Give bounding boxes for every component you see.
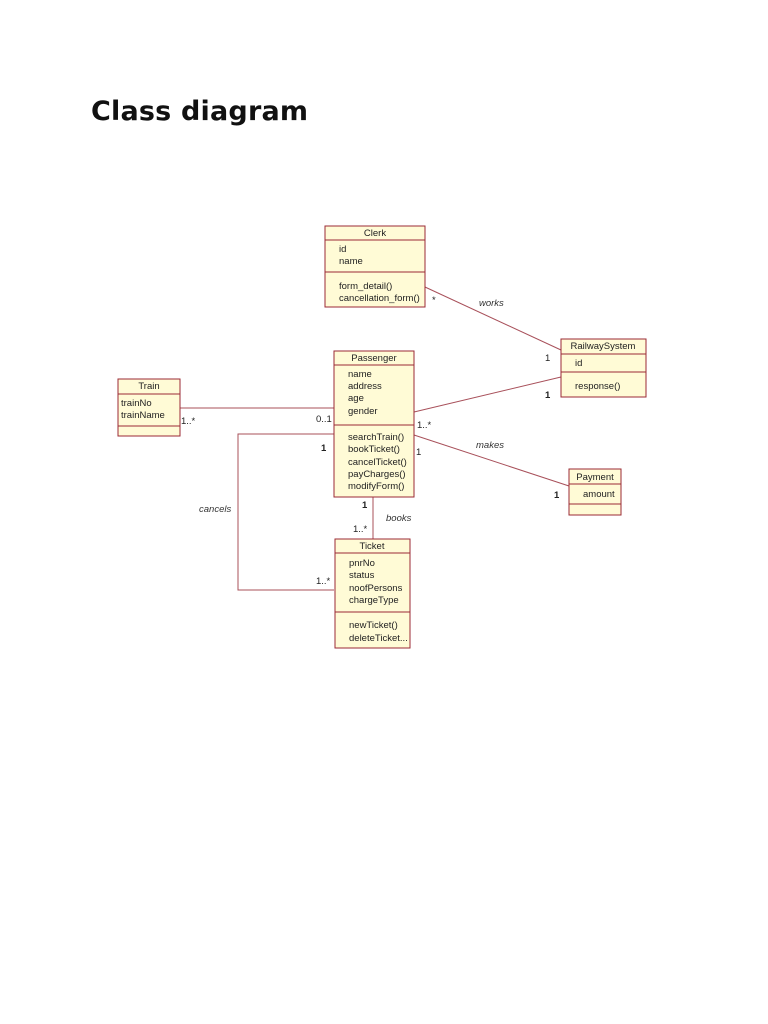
class-name: Passenger	[351, 353, 396, 364]
operation: cancellation_form()	[339, 293, 420, 304]
books-ticket-multiplicity: 1..*	[353, 524, 368, 535]
cancels-label: cancels	[199, 504, 231, 515]
operation: newTicket()	[349, 620, 398, 631]
operation: cancelTicket()	[348, 457, 407, 468]
attribute: status	[349, 570, 375, 581]
passenger-railway-railway-multiplicity: 1	[545, 390, 551, 401]
class-train[interactable]: Train trainNo trainName	[117, 378, 181, 437]
cancels-ticket-multiplicity: 1..*	[316, 576, 331, 587]
works-railway-multiplicity: 1	[545, 353, 550, 364]
class-name: Ticket	[360, 541, 385, 552]
makes-association-line	[413, 434, 570, 487]
attribute: trainNo	[121, 398, 152, 409]
attribute: age	[348, 393, 364, 404]
attribute: amount	[583, 489, 615, 500]
class-name: RailwaySystem	[571, 341, 636, 352]
works-label: works	[479, 298, 504, 309]
makes-passenger-multiplicity: 1	[416, 447, 421, 458]
passenger-train-train-multiplicity: 1..*	[181, 416, 196, 427]
class-name: Payment	[576, 472, 614, 483]
passenger-railway-passenger-multiplicity: 1..*	[417, 420, 432, 431]
attribute: name	[339, 256, 363, 267]
class-name: Train	[138, 381, 159, 392]
books-label: books	[386, 513, 412, 524]
operation: modifyForm()	[348, 481, 404, 492]
passenger-train-passenger-multiplicity: 0..1	[316, 414, 332, 425]
operation: form_detail()	[339, 281, 392, 292]
attribute: pnrNo	[349, 558, 375, 569]
class-passenger[interactable]: Passenger name address age gender search…	[333, 350, 415, 498]
cancels-association-line	[237, 433, 334, 591]
class-clerk[interactable]: Clerk id name form_detail() cancellation…	[324, 225, 426, 308]
attribute: gender	[348, 406, 378, 417]
attribute: name	[348, 369, 372, 380]
class-payment[interactable]: Payment amount	[568, 468, 622, 516]
class-ticket[interactable]: Ticket pnrNo status noofPersons chargeTy…	[334, 538, 411, 649]
passenger-railway-association-line	[413, 376, 562, 413]
operation: searchTrain()	[348, 432, 404, 443]
class-name: Clerk	[364, 228, 386, 239]
association-labels: works * 1 1..* 1 1..* 0..1 makes 1 1 boo…	[181, 295, 560, 587]
operation: deleteTicket...	[349, 633, 408, 644]
cancels-passenger-multiplicity: 1	[321, 443, 327, 454]
attribute: chargeType	[349, 595, 399, 606]
operation: response()	[575, 381, 620, 392]
works-association-line	[424, 286, 562, 351]
makes-label: makes	[476, 440, 504, 451]
association-lines	[180, 286, 570, 591]
operation: payCharges()	[348, 469, 406, 480]
attribute: trainName	[121, 410, 165, 421]
makes-payment-multiplicity: 1	[554, 490, 560, 501]
attribute: id	[575, 358, 582, 369]
operation: bookTicket()	[348, 444, 400, 455]
class-railway-system[interactable]: RailwaySystem id response()	[560, 338, 647, 398]
attribute: id	[339, 244, 346, 255]
attribute: address	[348, 381, 382, 392]
works-clerk-multiplicity: *	[432, 295, 436, 306]
page-title: Class diagram	[91, 96, 309, 127]
books-passenger-multiplicity: 1	[362, 500, 368, 511]
attribute: noofPersons	[349, 583, 403, 594]
